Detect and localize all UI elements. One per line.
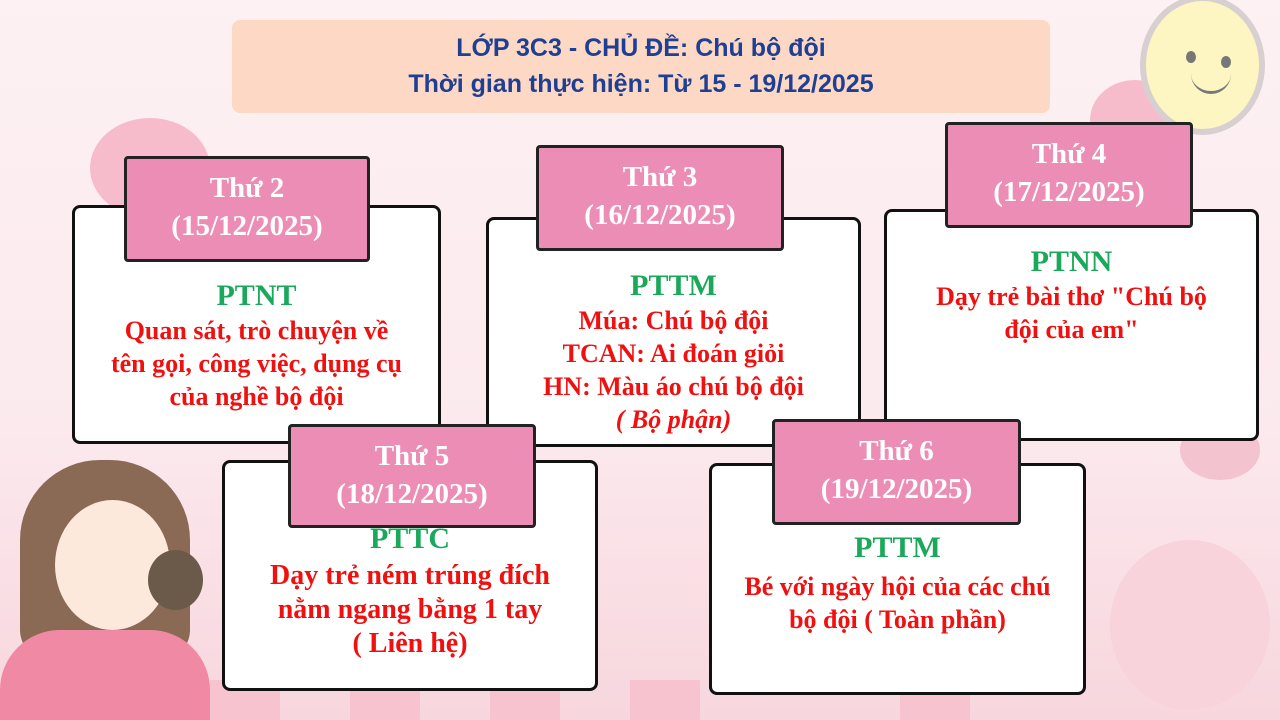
activity-line: TCAN: Ai đoán giỏi [562, 339, 785, 368]
day-date: (18/12/2025) [336, 478, 488, 510]
day-header-thu-2: Thứ 2 (15/12/2025) [124, 156, 370, 262]
day-name: Thứ 6 [859, 435, 934, 467]
date-range-subtitle: Thời gian thực hiện: Từ 15 - 19/12/2025 [408, 70, 874, 98]
day-name: Thứ 4 [1031, 138, 1107, 170]
activity-note: ( Bộ phận) [489, 403, 858, 436]
day-header-thu-3: Thứ 3 (16/12/2025) [536, 145, 784, 251]
subject-label: PTNN [1030, 245, 1113, 278]
day-header-thu-5: Thứ 5 (18/12/2025) [288, 424, 536, 528]
flower-decoration [1110, 540, 1270, 710]
activity-line: HN: Màu áo chú bộ đội [543, 372, 804, 401]
day-date: (17/12/2025) [993, 176, 1145, 208]
day-card-thu-6: PTTM Bé với ngày hội của các chú bộ đội … [709, 463, 1086, 695]
day-date: (15/12/2025) [171, 210, 323, 242]
day-name: Thứ 2 [209, 172, 285, 204]
activity-line: Quan sát, trò chuyện về [124, 316, 389, 345]
activity-line: của nghề bộ đội [169, 382, 344, 411]
activity-line: ( Liên hệ) [352, 628, 468, 659]
subject-label: PTNT [216, 279, 297, 312]
day-card-thu-4: PTNN Dạy trẻ bài thơ "Chú bộ đội của em" [884, 209, 1259, 441]
day-name: Thứ 5 [374, 440, 450, 472]
activity-line: tên gọi, công việc, dụng cụ [110, 349, 403, 378]
activity-line: Dạy trẻ bài thơ "Chú bộ [936, 282, 1207, 311]
note-text: ( Bộ phận) [615, 405, 732, 434]
girl-holding-hamster-illustration [0, 460, 220, 720]
subject-label: PTTM [854, 531, 941, 564]
day-card-thu-3: PTTM Múa: Chú bộ đội TCAN: Ai đoán giỏi … [486, 217, 861, 447]
activity-line: bộ đội ( Toàn phần) [789, 605, 1006, 634]
day-header-thu-6: Thứ 6 (19/12/2025) [772, 419, 1021, 525]
day-date: (19/12/2025) [820, 473, 973, 505]
activity-line: Dạy trẻ ném trúng đích [270, 560, 550, 591]
day-header-thu-4: Thứ 4 (17/12/2025) [945, 122, 1193, 228]
activity-line: nằm ngang bằng 1 tay [277, 594, 543, 625]
subject-label: PTTM [630, 269, 717, 302]
smiling-sun-icon [1140, 0, 1265, 135]
activity-line: Múa: Chú bộ đội [578, 306, 769, 335]
activity-line: đội của em" [1004, 315, 1139, 344]
activity-line: Bé với ngày hội của các chú [744, 572, 1051, 601]
day-name: Thứ 3 [622, 161, 698, 193]
day-date: (16/12/2025) [584, 199, 736, 231]
checker-decoration [630, 680, 700, 720]
class-topic-title: LỚP 3C3 - CHỦ ĐỀ: Chú bộ đội [456, 34, 826, 62]
title-banner: LỚP 3C3 - CHỦ ĐỀ: Chú bộ đội Thời gian t… [232, 20, 1050, 113]
